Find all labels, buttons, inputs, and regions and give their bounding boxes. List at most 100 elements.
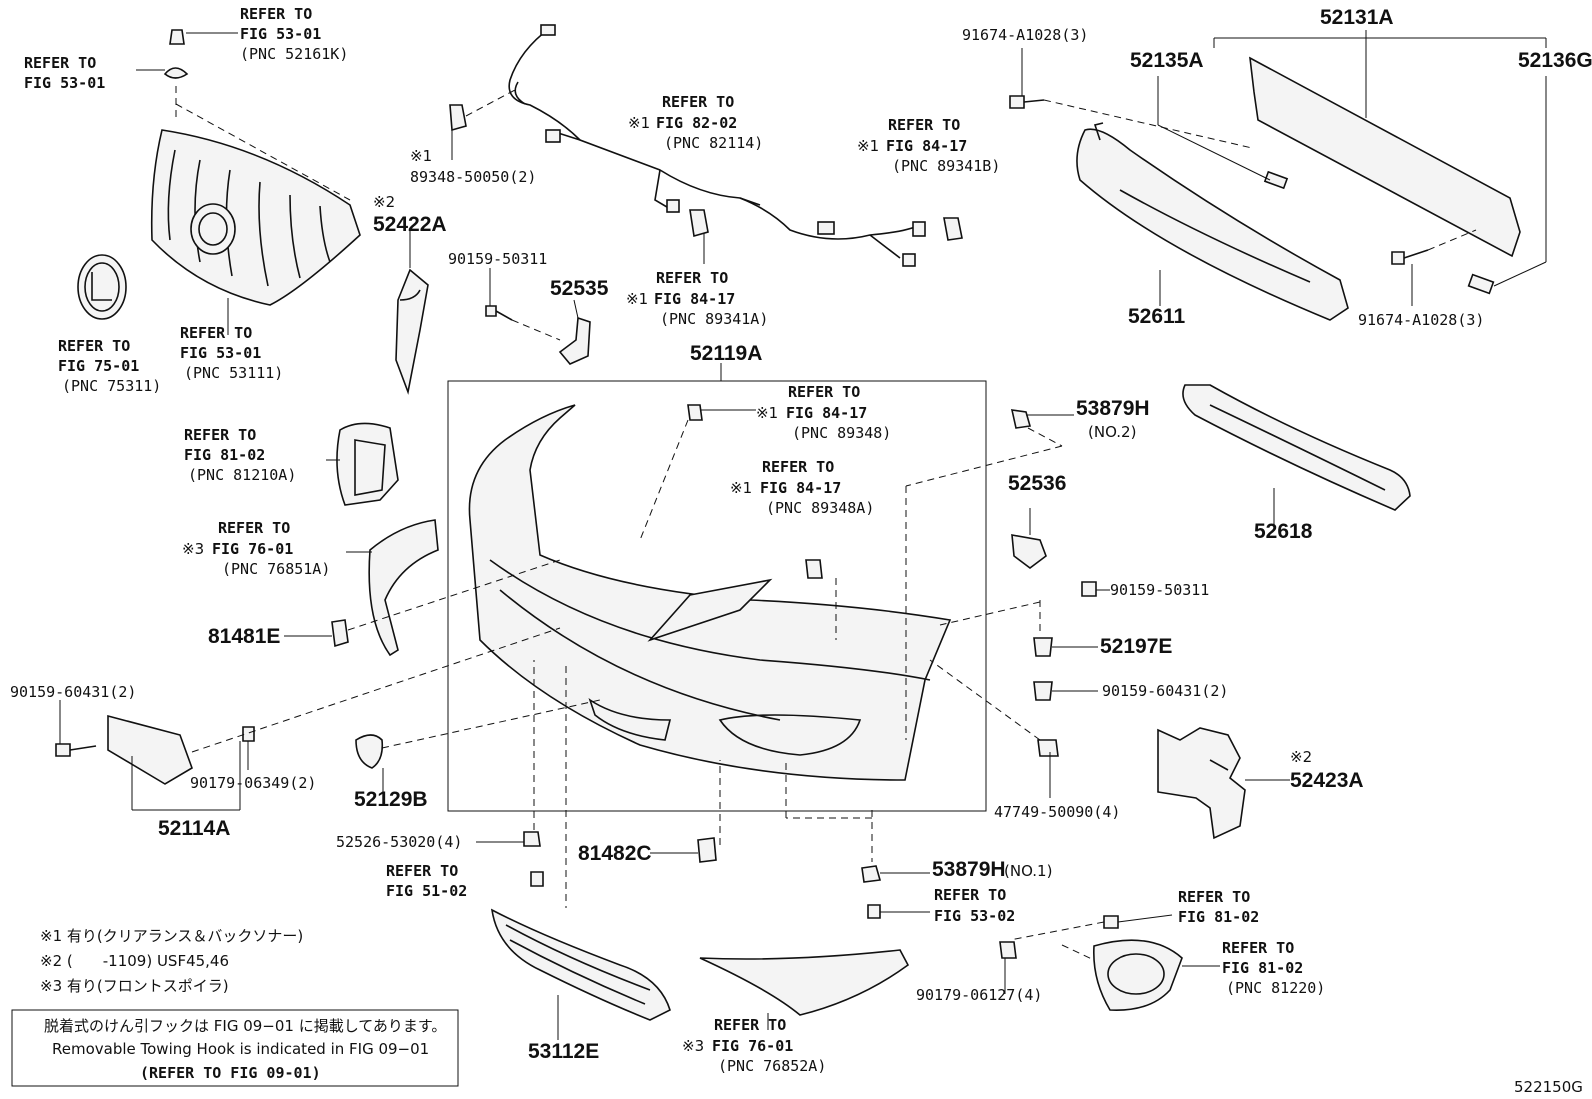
ref-lamp-left-line1: REFER TO <box>184 426 256 444</box>
ref-sensor-mid-line1: REFER TO <box>656 269 728 287</box>
ref-grille-clip-line3: (PNC 52161K) <box>240 45 348 63</box>
ref-lamp-left-line3: (PNC 81210A) <box>188 466 296 484</box>
mark-1-89348: ※1 <box>756 404 778 422</box>
ref-sensor-mid-line3: (PNC 89341A) <box>660 310 768 328</box>
ref-89348A-line1: REFER TO <box>762 458 834 476</box>
ref-grille-top-line2: FIG 53-01 <box>24 74 105 92</box>
towing-note-jp: 脱着式のけん引フックは FIG 09−01 に掲載してあります。 <box>44 1017 446 1035</box>
ref-spoiler-left-line1: REFER TO <box>218 519 290 537</box>
towing-hook-note-box <box>11 1009 459 1087</box>
part-53879H-no2: 53879H <box>1076 397 1150 420</box>
ref-lamp-left-line2: FIG 81-02 <box>184 446 265 464</box>
ref-grille-top-line1: REFER TO <box>24 54 96 72</box>
ref-spoiler-right-line2: FIG 76-01 <box>712 1037 793 1055</box>
ref-wire-line1: REFER TO <box>662 93 734 111</box>
part-52119A: 52119A <box>690 342 762 365</box>
part-52526-53020: 52526-53020(4) <box>336 833 462 851</box>
mark-1-wire-clip: ※1 <box>410 147 432 165</box>
part-52611: 52611 <box>1128 305 1186 328</box>
footnote-3: ※3 有り(フロントスポイラ) <box>40 977 229 995</box>
part-90159-60431-left: 90159-60431(2) <box>10 683 136 701</box>
part-52618: 52618 <box>1254 520 1313 543</box>
ref-sensor-top-line2: FIG 84-17 <box>886 137 967 155</box>
ref-wire-line3: (PNC 82114) <box>664 134 763 152</box>
part-52136G: 52136G <box>1518 49 1592 72</box>
ref-grille-line2: FIG 53-01 <box>180 344 261 362</box>
bumper-cover-52119A-drawing <box>447 380 987 812</box>
part-52535: 52535 <box>550 277 609 300</box>
clip-53879H-drawing <box>523 660 882 919</box>
part-52536: 52536 <box>1008 472 1066 495</box>
part-89348-50050: 89348-50050(2) <box>410 168 536 186</box>
ref-spoiler-right-line3: (PNC 76852A) <box>718 1057 826 1075</box>
ref-emblem-line3: (PNC 75311) <box>62 377 161 395</box>
ref-53-02-line2: FIG 53-02 <box>934 907 1015 925</box>
ref-fog-line1: REFER TO <box>1222 939 1294 957</box>
bracket-52535-drawing <box>485 305 591 365</box>
part-53879H-no1-note: (NO.1) <box>1004 862 1052 880</box>
grille-clip-drawing <box>163 29 351 201</box>
absorber-52611-drawing <box>1076 122 1349 321</box>
ref-89348-line3: (PNC 89348) <box>792 424 891 442</box>
ref-spoiler-left-line2: FIG 76-01 <box>212 540 293 558</box>
part-90159-60431-right: 90159-60431(2) <box>1102 682 1228 700</box>
towing-note-ref: (REFER TO FIG 09-01) <box>140 1064 321 1082</box>
part-52114A: 52114A <box>158 817 230 840</box>
ref-51-02-line1: REFER TO <box>386 862 458 880</box>
diagram-id: 522150G <box>1514 1078 1583 1096</box>
wire-clip-drawing <box>449 89 516 132</box>
ref-spoiler-right-line1: REFER TO <box>714 1016 786 1034</box>
part-81481E: 81481E <box>208 625 280 648</box>
ref-emblem-line2: FIG 75-01 <box>58 357 139 375</box>
absorber-52618-drawing <box>1182 384 1411 511</box>
license-bracket-52114A-drawing <box>55 627 561 785</box>
part-90179-06127: 90179-06127(4) <box>916 986 1042 1004</box>
part-53879H-no1: 53879H <box>932 858 1006 881</box>
ref-wire-line2: FIG 82-02 <box>656 114 737 132</box>
ref-spoiler-left-line3: (PNC 76851A) <box>222 560 330 578</box>
part-52422A: 52422A <box>373 213 447 236</box>
ref-sensor-top-line1: REFER TO <box>888 116 960 134</box>
ref-grille-line1: REFER TO <box>180 324 252 342</box>
part-47749-50090: 47749-50090(4) <box>994 803 1120 821</box>
ref-89348A-line2: FIG 84-17 <box>760 479 841 497</box>
part-91674-bottom: 91674-A1028(3) <box>1358 311 1484 329</box>
footnote-2: ※2 ( -1109) USF45,46 <box>40 952 229 970</box>
ref-89348-line2: FIG 84-17 <box>786 404 867 422</box>
ref-emblem-line1: REFER TO <box>58 337 130 355</box>
mark-1-wire: ※1 <box>628 114 650 132</box>
mark-2-52423A: ※2 <box>1290 748 1312 766</box>
part-90179-06349: 90179-06349(2) <box>190 774 316 792</box>
cap-81481E-drawing <box>331 559 561 648</box>
bracket-52423A-drawing <box>1157 727 1246 840</box>
ref-53-02-line1: REFER TO <box>934 886 1006 904</box>
mark-3-spoiler-right: ※3 <box>682 1037 704 1055</box>
part-52131A: 52131A <box>1320 6 1394 29</box>
wire-harness-drawing <box>508 24 926 267</box>
ref-sensor-top-line3: (PNC 89341B) <box>892 157 1000 175</box>
part-90159-50311-left: 90159-50311 <box>448 250 547 268</box>
footnote-1: ※1 有り(クリアランス＆バックソナー) <box>40 927 303 945</box>
part-91674-top: 91674-A1028(3) <box>962 26 1088 44</box>
ref-grille-clip-line2: FIG 53-01 <box>240 25 321 43</box>
part-52135A: 52135A <box>1130 49 1204 72</box>
ref-fog-line3: (PNC 81220) <box>1226 979 1325 997</box>
foglamp-81220-drawing <box>999 915 1183 1011</box>
ref-sensor-mid-line2: FIG 84-17 <box>654 290 735 308</box>
radiator-grille-drawing <box>150 129 361 306</box>
spoiler-right-drawing <box>699 949 910 1016</box>
part-90159-50311-right: 90159-50311 <box>1110 581 1209 599</box>
towing-note-en: Removable Towing Hook is indicated in FI… <box>52 1040 429 1058</box>
part-52197E: 52197E <box>1100 635 1172 658</box>
mark-1-sensor-top: ※1 <box>857 137 879 155</box>
lamp-81210A-drawing <box>336 422 399 506</box>
ref-fog-line2: FIG 81-02 <box>1222 959 1303 977</box>
sensor-89341A-drawing <box>689 209 709 238</box>
mark-1-sensor-mid: ※1 <box>626 290 648 308</box>
mark-3-spoiler-left: ※3 <box>182 540 204 558</box>
sensor-89341B-drawing <box>943 217 963 241</box>
lower-grille-53112E-drawing <box>490 908 671 1021</box>
ref-89348A-line3: (PNC 89348A) <box>766 499 874 517</box>
reinforcement-52131A-drawing <box>1249 56 1521 295</box>
